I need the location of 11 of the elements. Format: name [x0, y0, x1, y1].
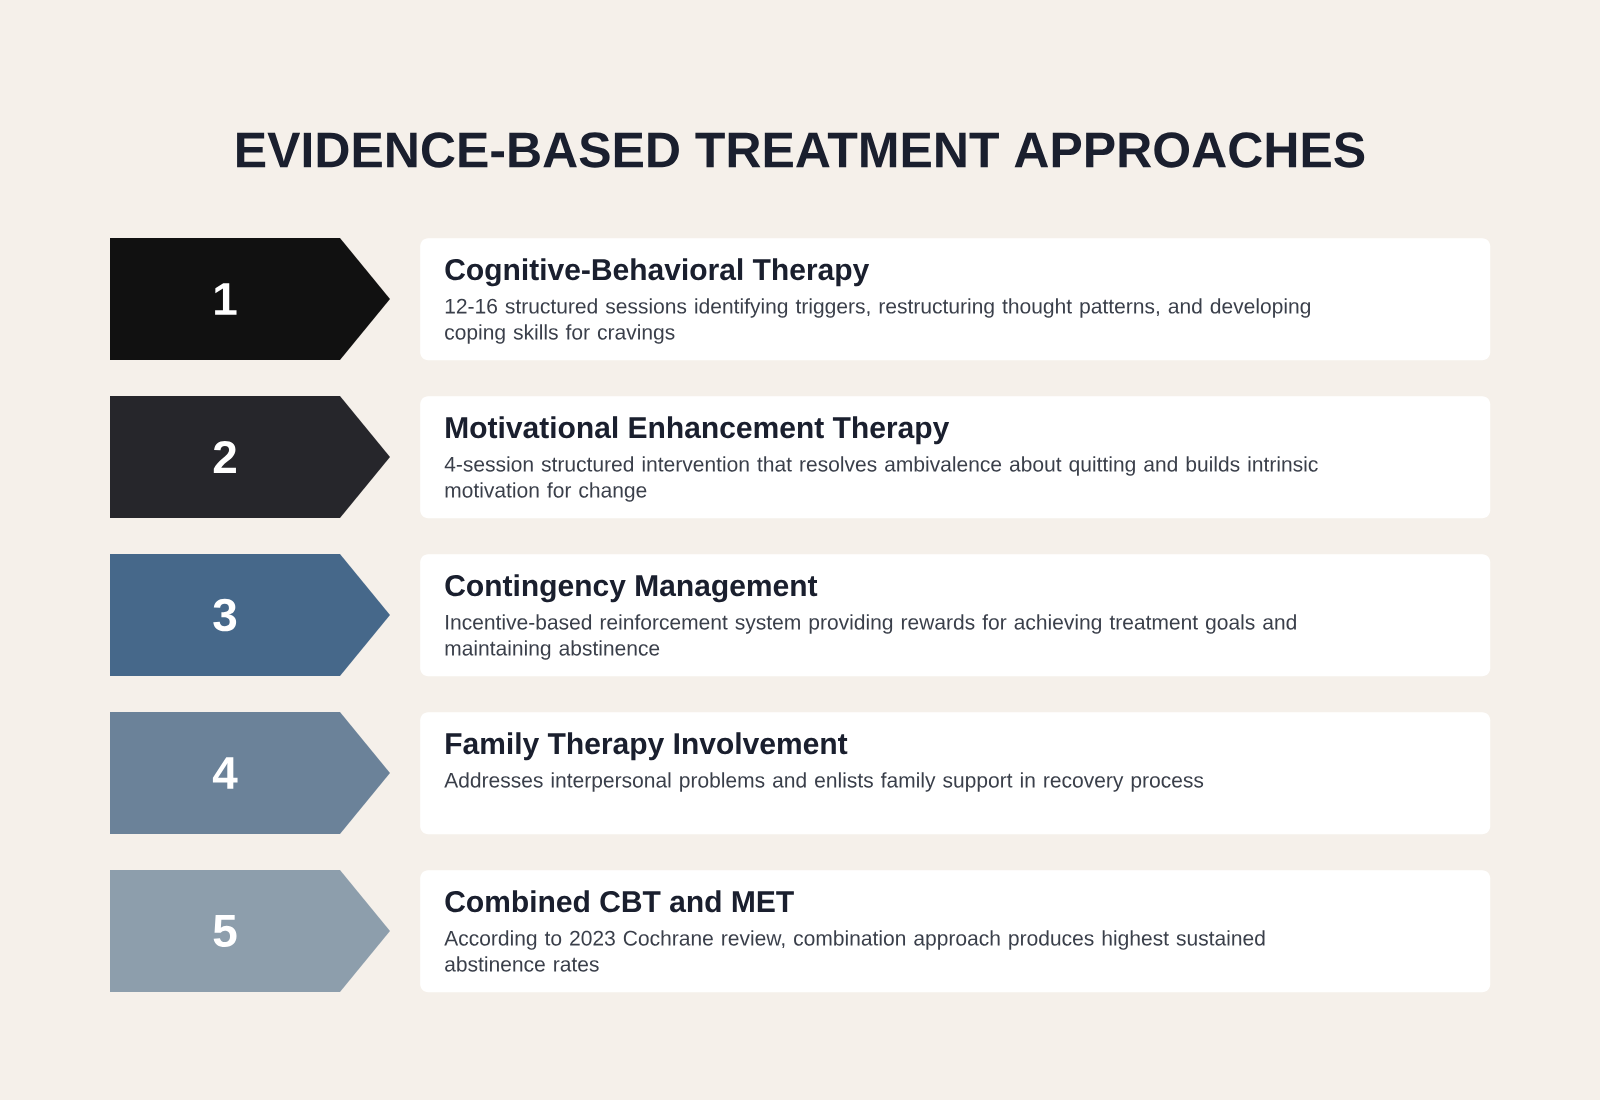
step-number-badge: 4: [110, 712, 390, 834]
step-number-badge: 3: [110, 554, 390, 676]
text-card: Cognitive-Behavioral Therapy 12-16 structured sessions identifying triggers, restructuring thought patterns, and developing coping skills for cravings: [420, 238, 1491, 361]
title: EVIDENCE-BASED TREATMENT APPROACHES: [237, 132, 1365, 168]
step-number-badge: 2: [110, 396, 390, 518]
step-number-badge: 5: [110, 870, 390, 992]
text-card: Combined CBT and MET According to 2023 Cochrane review, combination approach produces highest sustained abstinence rates: [420, 870, 1491, 993]
text-card: Contingency Management Incentive-based reinforcement system providing rewards for achieving treatment goals and maintaining abstinence: [420, 554, 1491, 677]
step-number-badge: 1: [110, 238, 390, 360]
text-card: Motivational Enhancement Therapy 4-session structured intervention that resolves ambivalence about quitting and builds intrinsic motivation for change: [420, 396, 1491, 519]
text-card: Family Therapy Involvement Addresses interpersonal problems and enlists family support in recovery process: [420, 712, 1491, 835]
